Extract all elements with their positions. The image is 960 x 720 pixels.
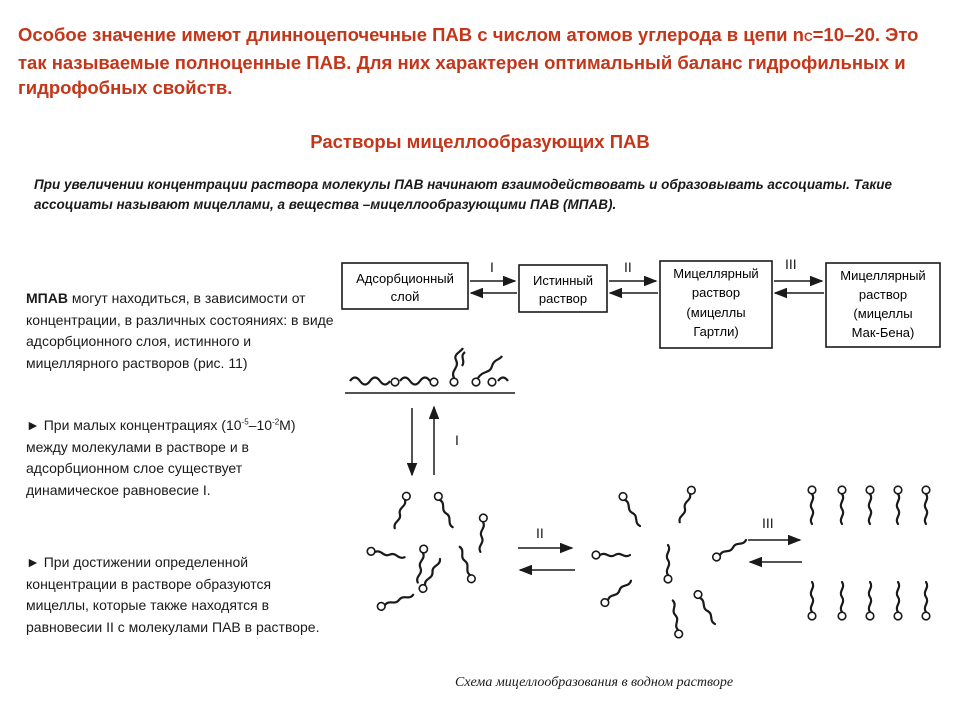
box-mcbain-line1: Мицеллярный [840,268,925,283]
p2-exponent-1: -5 [241,417,249,427]
hartley-micelle-illustration [591,484,749,640]
main-heading: Особое значение имеют длинноцепочечные П… [18,22,938,100]
paragraph-mpav-states: МПАВ могут находиться, в зависимости от … [26,288,336,374]
paragraph-low-concentration: ► При малых концентрациях (10-5–10-2М) м… [26,415,336,501]
p2-after: М) между молекулами в растворе и в адсор… [26,417,296,498]
heading-part1: Особое значение имеют длинноцепочечные П… [18,24,804,45]
box-true-solution-line1: Истинный [533,273,593,288]
flow-label-II: II [624,259,632,275]
flow-label-I: I [490,259,494,275]
box-mcbain-line3: (мицеллы [853,306,912,321]
p2-before: ► При малых концентрациях (10 [26,417,242,433]
box-mcbain-micelles [825,262,941,348]
section-title: Растворы мицеллообразующих ПАВ [310,131,650,152]
box-hartley-line4: Гартли) [693,324,738,339]
box-mcbain-line4: Мак-Бена) [852,325,915,340]
equilibrium-III-arrows [748,534,802,568]
p2-exponent-2: -2 [272,417,280,427]
flow-boxes: Адсорбционный слой Истинный раствор Мице… [341,260,941,349]
scheme-label-I: I [455,432,459,448]
adsorption-layer-illustration [345,347,515,394]
heading-part2: =10–20. Это так называемые полноценные П… [18,24,919,98]
flow-label-III: III [785,256,797,272]
box-hartley-line2: раствор [692,285,740,300]
diagram-caption: Схема мицеллообразования в водном раство… [455,675,734,690]
box-adsorption-layer [341,262,469,310]
box-hartley-micelles [659,260,773,349]
box-true-solution [518,264,608,313]
scheme-label-II: II [536,525,544,541]
flow-arrows [469,275,824,299]
intro-text: При увеличении концентрации раствора мол… [34,177,892,212]
true-solution-molecules [365,490,489,613]
mpav-term: МПАВ [26,290,68,306]
box-adsorption-layer-line1: Адсорбционный [356,271,454,286]
box-adsorption-layer-line2: слой [391,289,420,304]
equilibrium-I-arrows [406,405,440,477]
p2-middle: –10 [248,417,273,433]
heading-subscript: C [803,30,813,44]
box-mcbain-line2: раствор [859,287,907,302]
box-hartley-line3: (мицеллы [686,305,745,320]
paragraph-micelle-formation: ► При достижении определенной концентрац… [26,554,320,635]
box-true-solution-line2: раствор [539,291,587,306]
equilibrium-II-arrows [518,542,575,576]
mcbain-micelle-illustration [807,485,931,621]
box-hartley-line1: Мицеллярный [673,266,758,281]
paragraph-mpav-text: могут находиться, в зависимости от конце… [26,290,334,371]
scheme-label-III: III [762,515,774,531]
